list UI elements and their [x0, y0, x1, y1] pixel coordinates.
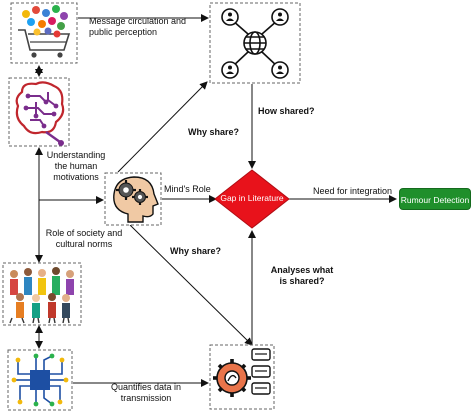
brain-circuit-icon: [8, 77, 70, 147]
label-quantifies: Quantifies data in transmission: [110, 382, 182, 403]
label-minds-role: Mind's Role: [164, 184, 211, 194]
gap-in-literature-label: Gap in Literature: [220, 193, 284, 203]
label-understanding: Understanding the human motivations: [46, 150, 106, 182]
connectors: [35, 14, 397, 387]
gear-chat-analysis-icon: [209, 344, 275, 410]
label-analyses: Analyses what is shared?: [270, 265, 334, 286]
social-media-cart-icon: [10, 2, 78, 64]
label-message-circulation: Message circulation and public perceptio…: [89, 16, 187, 37]
label-role-society: Role of society and cultural norms: [45, 228, 123, 249]
head-gears-icon: [104, 172, 162, 226]
label-why-share-bottom: Why share?: [170, 246, 222, 256]
label-how-shared: How shared?: [258, 106, 315, 116]
label-why-share-top: Why share?: [188, 127, 240, 137]
rumour-detection-box: Rumour Detection: [399, 188, 471, 210]
circuit-board-icon: [7, 349, 73, 411]
label-need-integration: Need for integration: [313, 186, 393, 196]
arrow-mind-to-network: [117, 81, 208, 173]
arrow-mind-to-analysis: [129, 224, 253, 346]
network-globe-icon: [209, 2, 301, 84]
crowd-people-icon: [2, 262, 82, 326]
gap-diamond: [214, 169, 290, 229]
